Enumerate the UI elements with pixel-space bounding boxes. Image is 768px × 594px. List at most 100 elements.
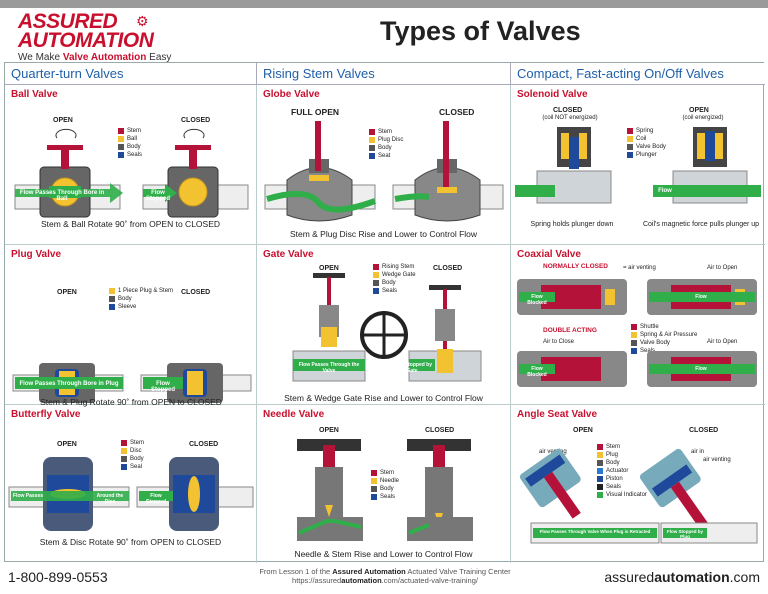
needle-valve-cell: Needle Valve OPEN CLOSED Stem Needle Bod… (257, 405, 511, 563)
plug-valve-cell: Plug Valve OPEN CLOSED 1 Piece Plug & St… (5, 245, 257, 405)
footer-phone[interactable]: 1-800-899-0553 (8, 569, 108, 585)
logo-line1: ASSURED (18, 10, 118, 33)
butterfly-open-label: OPEN (57, 441, 77, 448)
solenoid-closed-label: CLOSED (553, 107, 583, 114)
ball-valve-cell: Ball Valve OPEN CLOSED Stem Ball Body Se… (5, 85, 257, 245)
butterfly-valve-title: Butterfly Valve (11, 409, 81, 420)
globe-valve-title: Globe Valve (263, 89, 320, 100)
angle-seat-valve-title: Angle Seat Valve (517, 409, 598, 420)
solenoid-valve-diagram (515, 127, 761, 204)
butterfly-description: Stem & Disc Rotate 90˚ from OPEN to CLOS… (39, 537, 222, 547)
ball-legend: Stem Ball Body Seals (118, 127, 142, 159)
coaxial-da-label: DOUBLE ACTING (543, 327, 597, 334)
gate-closed-label: CLOSED (433, 265, 463, 272)
ball-valve-title: Ball Valve (11, 89, 58, 100)
globe-description: Stem & Plug Disc Rise and Lower to Contr… (289, 229, 478, 239)
coaxial-air-to-open2: Air to Open (707, 339, 738, 345)
footer-website-link[interactable]: assuredautomation.com (604, 569, 760, 585)
angle-seat-valve-cell: Angle Seat Valve OPEN CLOSED Stem Plug B… (511, 405, 765, 563)
ball-flow-open-label: Flow Passes Through Bore in Ball (19, 190, 105, 202)
gate-valve-cell: Gate Valve OPEN CLOSED Rising Stem Wedge… (257, 245, 511, 405)
tagline: We Make Valve Automation Easy (18, 52, 172, 63)
gate-flow-closed-label: Flow Stopped by Gate (392, 362, 432, 374)
angle-flow-open-label: Flow Passes Through Valve When Plug is R… (539, 529, 651, 534)
coaxial-legend: Shuttle Spring & Air Pressure Valve Body… (631, 323, 697, 355)
angle-air-in: air in (691, 449, 705, 455)
top-bar (0, 0, 768, 8)
needle-closed-label: CLOSED (425, 427, 455, 434)
logo[interactable]: ASSURED ⚙ AUTOMATION We Make Valve Autom… (18, 10, 218, 63)
plug-legend: 1 Piece Plug & Stem Body Sleeve (109, 287, 173, 311)
plug-valve-title: Plug Valve (11, 249, 62, 260)
ball-description: Stem & Ball Rotate 90˚ from OPEN to CLOS… (40, 219, 221, 229)
globe-open-label: FULL OPEN (291, 107, 340, 117)
valve-grid: Quarter-turn Valves Rising Stem Valves C… (4, 62, 765, 563)
angle-legend: Stem Plug Body Actuator Piston Seals Vis… (597, 443, 647, 499)
solenoid-open-sub: (coil energized) (682, 115, 724, 121)
solenoid-closed-caption: Spring holds plunger down (530, 221, 614, 228)
footer-credit: From Lesson 1 of the Assured Automation … (225, 567, 545, 585)
angle-seat-diagram (519, 448, 758, 544)
plug-flow-closed-label: Flow Stopped (151, 381, 175, 393)
coaxial-valve-diagram (517, 279, 757, 387)
plug-flow-open-label: Flow Passes Through Bore in Plug (19, 381, 119, 387)
solenoid-legend: Spring Coil Valve Body Plunger (627, 127, 666, 159)
solenoid-valve-cell: Solenoid Valve CLOSED (coil NOT energize… (511, 85, 765, 245)
gate-flow-open-label: Flow Passes Through the Valve (298, 362, 360, 374)
needle-description: Needle & Stem Rise and Lower to Control … (294, 549, 473, 559)
plug-open-label: OPEN (57, 289, 77, 296)
globe-closed-label: CLOSED (439, 107, 475, 117)
globe-valve-diagram (264, 121, 504, 222)
coaxial-flow2: Flow (695, 366, 707, 372)
ball-flow-closed-label: Flow Stopped (146, 190, 170, 202)
column-header-quarter-turn: Quarter-turn Valves (5, 63, 257, 85)
coaxial-nc-open (647, 279, 757, 315)
butterfly-legend: Stem Disc Body Seal (121, 439, 144, 471)
butterfly-flow-closed-label: Flow Stopped (146, 493, 166, 505)
coaxial-da-closed (517, 351, 627, 387)
coaxial-nc-closed (517, 279, 627, 315)
needle-valve-title: Needle Valve (263, 409, 325, 420)
gate-legend: Rising Stem Wedge Gate Body Seals (373, 263, 416, 295)
plug-description: Stem & Plug Rotate 90˚ from OPEN to CLOS… (40, 397, 222, 407)
ball-open-label: OPEN (53, 117, 73, 124)
needle-valve-diagram (297, 439, 473, 541)
gear-icon: ⚙ (136, 13, 149, 29)
solenoid-open-caption: Coil's magnetic force pulls plunger up (642, 221, 760, 228)
gate-description: Stem & Wedge Gate Rise and Lower to Cont… (284, 393, 483, 403)
page-title: Types of Valves (380, 16, 581, 46)
coaxial-flow: Flow (695, 294, 707, 300)
needle-legend: Stem Needle Body Seals (371, 469, 399, 501)
solenoid-open-label: OPEN (689, 107, 709, 114)
gate-valve-diagram (292, 273, 482, 382)
plug-valve-diagram (12, 363, 252, 403)
solenoid-valve-title: Solenoid Valve (517, 89, 588, 100)
coaxial-nc-label: NORMALLY CLOSED (543, 263, 609, 270)
coaxial-air-to-close: Air to Close (543, 339, 575, 345)
column-header-rising-stem: Rising Stem Valves (257, 63, 511, 85)
coaxial-flow-blocked2: Flow Blocked (527, 366, 547, 378)
butterfly-valve-cell: Butterfly Valve OPEN CLOSED Stem Disc Bo… (5, 405, 257, 563)
plug-closed-label: CLOSED (181, 289, 211, 296)
coaxial-valve-title: Coaxial Valve (517, 249, 581, 260)
needle-open-label: OPEN (319, 427, 339, 434)
globe-legend: Stem Plug Disc Body Seat (369, 128, 403, 160)
globe-valve-cell: Globe Valve FULL OPEN CLOSED Stem Plug D… (257, 85, 511, 245)
coaxial-flow-blocked: Flow Blocked (527, 294, 547, 306)
coaxial-air-venting: = air venting (623, 265, 656, 271)
coaxial-air-to-open: Air to Open (707, 265, 738, 271)
logo-line2: AUTOMATION (18, 29, 154, 52)
angle-open-label: OPEN (573, 427, 593, 434)
angle-flow-closed-label: Flow Stopped by Plug (667, 529, 703, 539)
ball-valve-diagram (14, 128, 249, 218)
gate-valve-title: Gate Valve (263, 249, 314, 260)
coaxial-valve-cell: Coaxial Valve NORMALLY CLOSED = air vent… (511, 245, 765, 405)
solenoid-flow: Flow (658, 188, 672, 194)
ball-closed-label: CLOSED (181, 117, 211, 124)
footer-url-link[interactable]: https://assuredautomation.com/actuated-v… (292, 576, 478, 585)
butterfly-flow-open-label: Flow Passes (13, 493, 44, 499)
coaxial-da-open (647, 351, 757, 387)
butterfly-flow-around-label: Around the Disc (96, 493, 124, 505)
butterfly-closed-label: CLOSED (189, 441, 219, 448)
angle-air-venting2: air venting (703, 457, 731, 463)
